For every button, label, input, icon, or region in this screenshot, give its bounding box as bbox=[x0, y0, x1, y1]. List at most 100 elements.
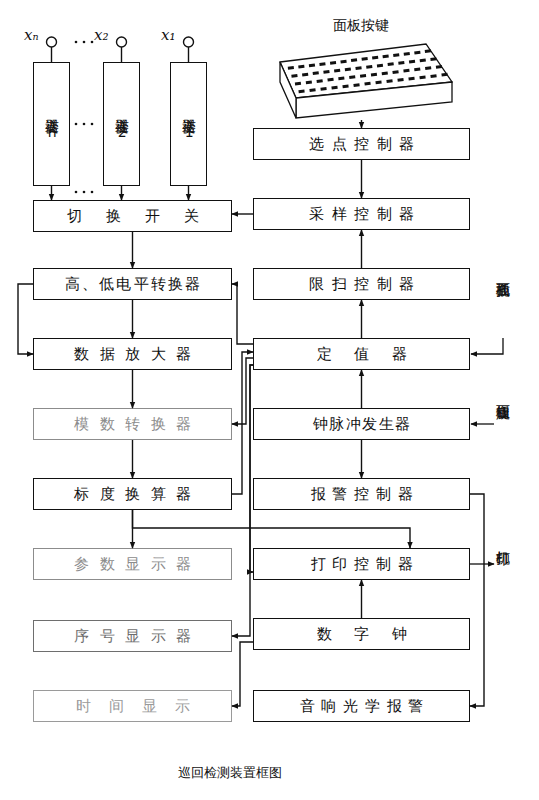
keyboard-key bbox=[366, 65, 372, 69]
connector-arrow bbox=[232, 352, 253, 494]
terminal-label: x₁ bbox=[161, 28, 175, 44]
keyboard-key bbox=[371, 73, 377, 77]
terminal-wire bbox=[51, 47, 52, 62]
keyboard-key bbox=[360, 74, 366, 78]
connector-arrow bbox=[250, 365, 253, 572]
box-label: 变送器 1 bbox=[181, 108, 196, 140]
terminal-label: x₂ bbox=[94, 28, 108, 44]
box-label: 时间显示 bbox=[58, 698, 208, 715]
process-box: 定值器 bbox=[253, 338, 470, 370]
keyboard-key bbox=[386, 79, 392, 83]
connector-arrow bbox=[51, 186, 52, 200]
process-box: 选点控制器 bbox=[253, 128, 470, 160]
keyboard-key bbox=[382, 71, 388, 75]
keyboard-key bbox=[306, 80, 312, 84]
box-label: 报警控制器 bbox=[304, 486, 420, 503]
keyboard-key bbox=[317, 79, 323, 83]
keyboard-key bbox=[430, 74, 436, 78]
panel-wires bbox=[470, 338, 503, 564]
box-label: 参数显示器 bbox=[64, 556, 202, 573]
keyboard-key bbox=[309, 88, 315, 92]
process-box: 音响光学报警 bbox=[253, 690, 470, 722]
keyboard-key bbox=[302, 73, 308, 77]
process-box: 采样控制器 bbox=[253, 198, 470, 230]
box-label: 数据放大器 bbox=[64, 346, 202, 363]
keyboard-key bbox=[298, 65, 304, 69]
box-label: 模数转换器 bbox=[64, 416, 202, 433]
keyboard-key bbox=[362, 57, 368, 61]
terminal-wire bbox=[121, 47, 122, 62]
keyboard-key bbox=[375, 81, 381, 85]
keyboard-key bbox=[323, 70, 329, 74]
connector-arrow bbox=[232, 284, 253, 344]
keyboard-key bbox=[414, 51, 420, 55]
connector-arrow bbox=[121, 186, 122, 200]
process-box: 模数转换器 bbox=[33, 408, 232, 440]
connector-arrow bbox=[132, 510, 133, 548]
box-label: 数字钟 bbox=[294, 626, 429, 643]
keyboard-key bbox=[388, 62, 394, 66]
connector-arrow bbox=[232, 642, 253, 706]
terminal-circle bbox=[47, 37, 57, 47]
keyboard-key bbox=[420, 58, 426, 62]
figure-caption: 巡回检测装置框图 bbox=[0, 766, 460, 780]
continuation-dots bbox=[75, 41, 94, 194]
process-box: 序号显示器 bbox=[33, 620, 232, 652]
box-label: 钟脉冲发生器 bbox=[311, 416, 412, 433]
box-label: 限扫控制器 bbox=[302, 276, 422, 293]
keyboard-key bbox=[330, 61, 336, 65]
keyboard-key bbox=[403, 69, 409, 73]
process-box: 报警控制器 bbox=[253, 478, 470, 510]
panel-jack-wire bbox=[471, 338, 503, 354]
keyboard-key bbox=[419, 75, 425, 79]
keyboard-outline bbox=[266, 42, 456, 120]
keyboard-key bbox=[409, 60, 415, 64]
keyboard-key bbox=[355, 66, 361, 70]
process-box: 切换开关 bbox=[33, 200, 232, 232]
connector-arrow bbox=[232, 365, 253, 636]
keyboard-key bbox=[288, 66, 294, 70]
keyboard-key bbox=[345, 67, 351, 71]
keyboard-key bbox=[408, 77, 414, 81]
box-label: 切换开关 bbox=[43, 208, 223, 225]
box-label: 打印控制器 bbox=[304, 556, 420, 573]
transmitter-box: 变送器 2 bbox=[103, 62, 140, 186]
connector-arrow bbox=[133, 510, 411, 548]
keyboard-key bbox=[377, 64, 383, 68]
box-label: 序号显示器 bbox=[64, 628, 202, 645]
terminal-circle bbox=[117, 37, 127, 47]
keyboard-key bbox=[313, 71, 319, 75]
connector-arrow bbox=[361, 300, 362, 338]
transmitter-box: 变送器 1 bbox=[170, 62, 207, 186]
box-label: 变送器 2 bbox=[114, 108, 129, 140]
printer-wire bbox=[470, 563, 494, 564]
connector-arrow bbox=[132, 440, 133, 478]
keyboard-key bbox=[436, 65, 442, 69]
process-box: 数字钟 bbox=[253, 618, 470, 650]
terminal-label: xₙ bbox=[24, 28, 39, 44]
keyboard-key bbox=[319, 62, 325, 66]
keyboard-key bbox=[364, 82, 370, 86]
connector-arrow bbox=[361, 120, 362, 128]
keyboard-node: 面板按键 bbox=[266, 18, 456, 120]
keyboard-key bbox=[372, 56, 378, 60]
connector-arrow bbox=[232, 358, 253, 424]
connector-arrow bbox=[361, 440, 362, 478]
keyboard-key bbox=[430, 57, 436, 61]
keyboard-key bbox=[351, 58, 357, 62]
terminal-circle bbox=[184, 37, 194, 47]
keyboard-key bbox=[441, 73, 447, 77]
process-box: 钟脉冲发生器 bbox=[253, 408, 470, 440]
keyboard-key bbox=[353, 83, 359, 87]
connector-arrow bbox=[132, 370, 133, 408]
keyboard-key bbox=[309, 64, 315, 68]
connector-arrow bbox=[361, 230, 362, 268]
connector-arrow bbox=[232, 213, 253, 214]
connector-arrow bbox=[361, 370, 362, 408]
keyboard-key bbox=[340, 60, 346, 64]
keyboard-key bbox=[349, 75, 355, 79]
process-box: 时间显示 bbox=[33, 690, 232, 722]
